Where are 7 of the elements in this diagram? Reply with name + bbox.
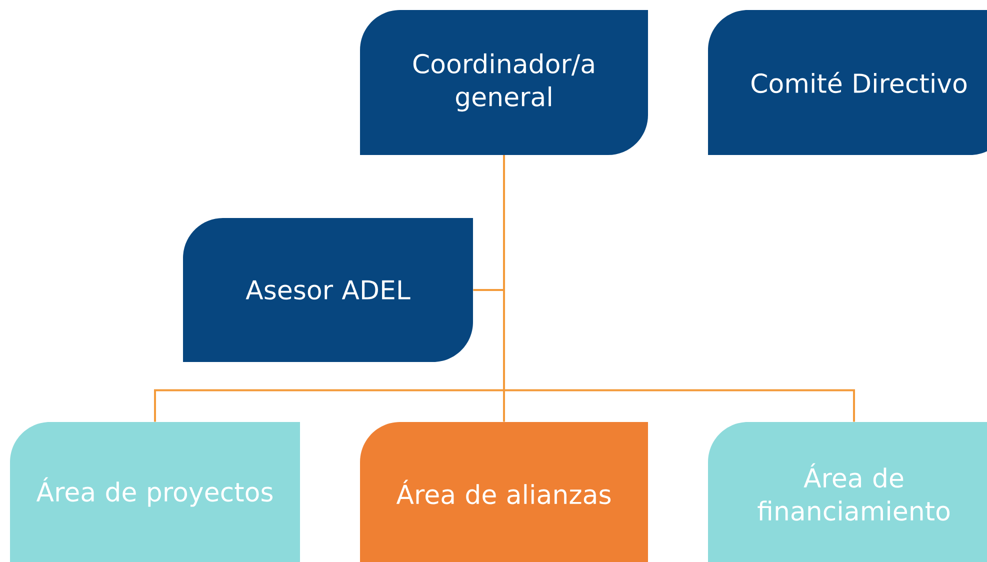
org-box: Área de proyectos [10, 422, 300, 562]
org-box: Asesor ADEL [183, 218, 473, 362]
org-box: Comité Directivo [708, 10, 987, 155]
org-box: Coordinador/a general [360, 10, 648, 155]
org-box: Área de alianzas [360, 422, 648, 562]
connector-line [503, 155, 855, 422]
org-box: Área de financiamiento [708, 422, 987, 562]
